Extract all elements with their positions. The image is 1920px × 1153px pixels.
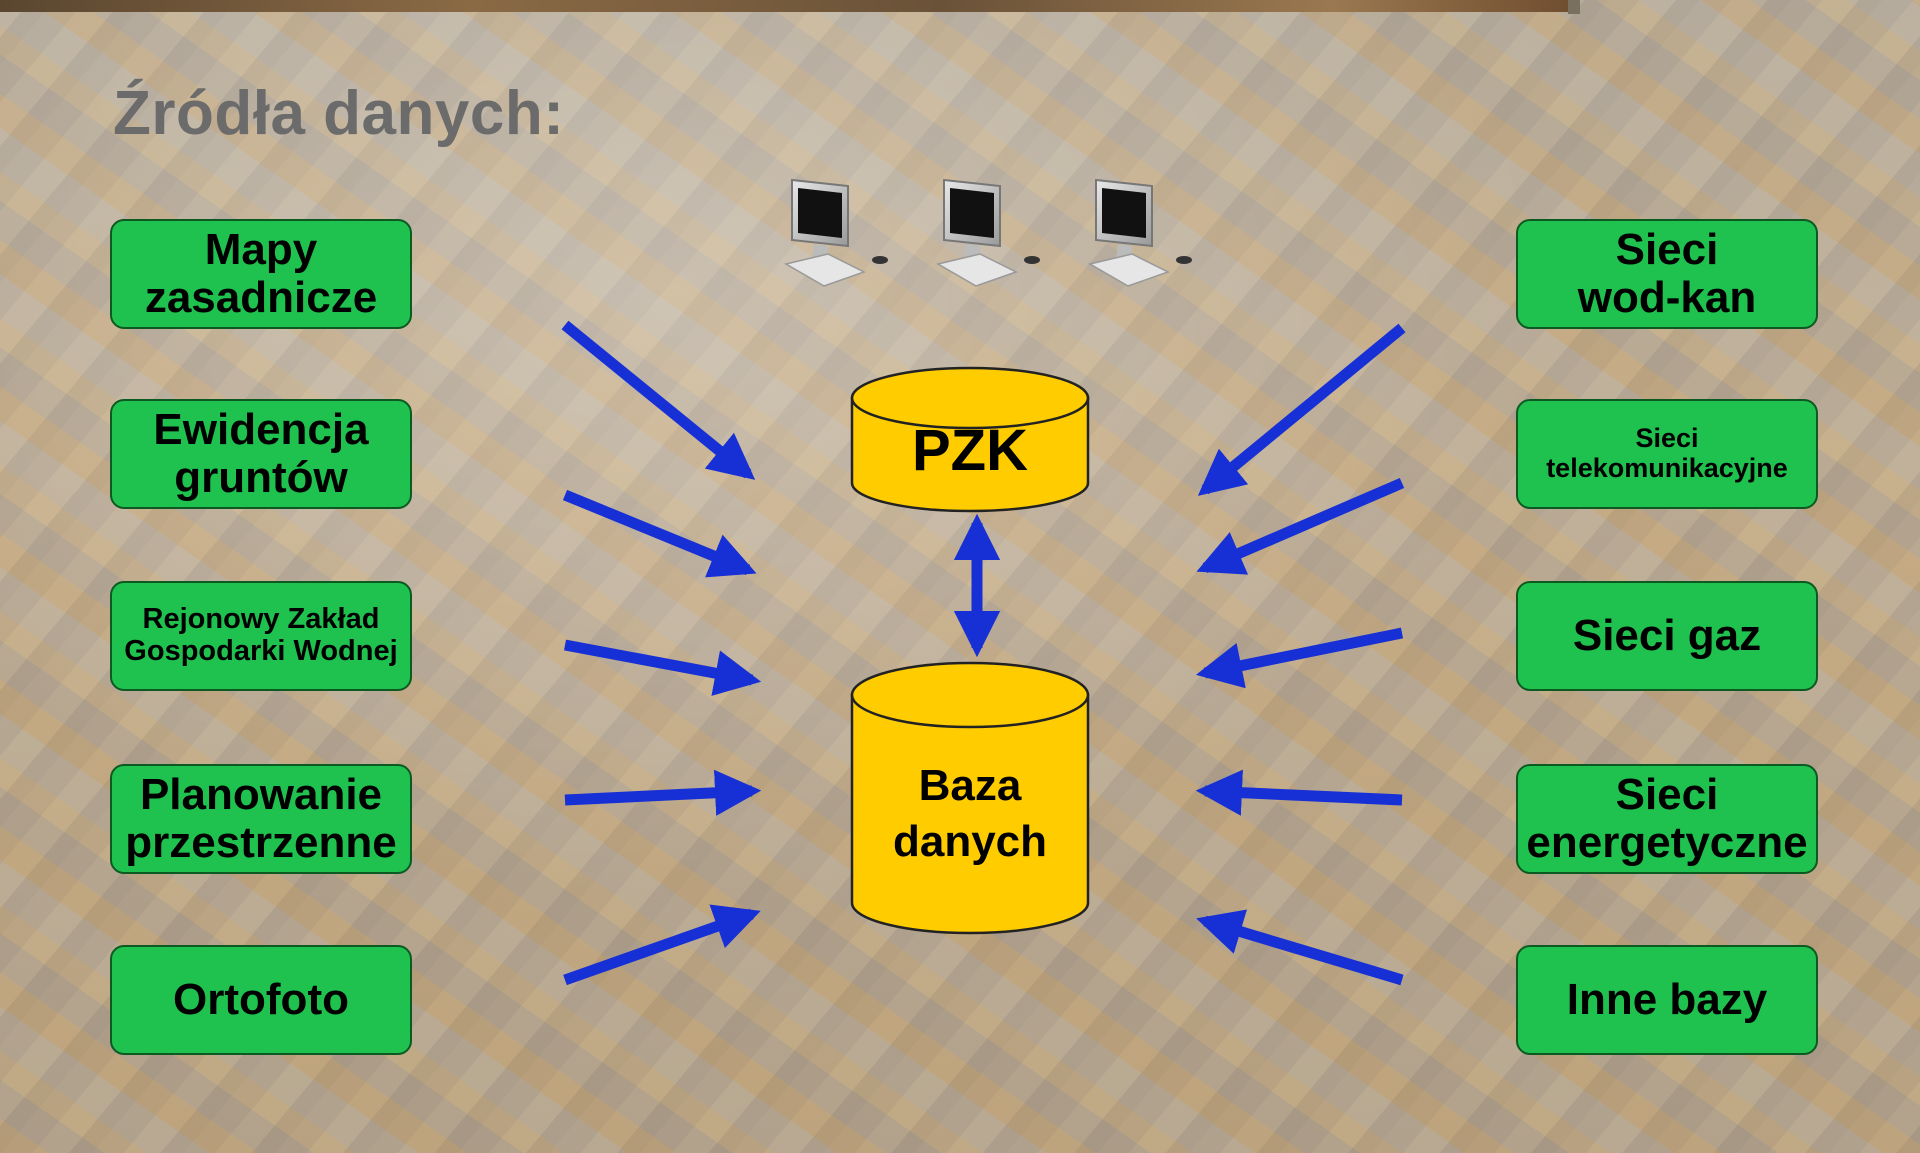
arrow-right-5	[1196, 909, 1404, 986]
page-title: Źródła danych:	[113, 79, 565, 148]
arrow-left-3	[563, 639, 762, 696]
pzk-cylinder	[850, 366, 1090, 513]
source-box-sieci-gaz: Sieci gaz	[1516, 581, 1818, 691]
pzk-label: PZK	[912, 418, 1028, 483]
computer-icon	[783, 178, 888, 287]
source-box-rzgw: Rejonowy Zakład Gospodarki Wodnej	[110, 581, 412, 691]
arrow-right-4	[1195, 769, 1403, 816]
arrow-left-5	[563, 904, 761, 986]
top-banner-cap	[1568, 0, 1580, 14]
arrow-right-1	[1197, 323, 1406, 496]
arrow-right-3	[1195, 627, 1404, 689]
arrow-left-1	[561, 320, 756, 480]
source-box-planowanie-przestrzenne: Planowanie przestrzenne	[110, 764, 412, 874]
source-label: Inne bazy	[1566, 974, 1768, 1024]
source-box-sieci-telekomunikacyjne: Sieci telekomunikacyjne	[1516, 399, 1818, 509]
computer-icon	[935, 178, 1040, 287]
arrow-left-4	[564, 769, 762, 816]
source-box-sieci-wod-kan: Sieci wod-kan	[1516, 219, 1818, 329]
source-box-sieci-energetyczne: Sieci energetyczne	[1516, 764, 1818, 874]
source-label: Ortofoto	[173, 974, 349, 1024]
source-box-ortofoto: Ortofoto	[110, 945, 412, 1055]
source-box-inne-bazy: Inne bazy	[1516, 945, 1818, 1055]
top-banner-strip	[0, 0, 1568, 12]
source-label: Planowanie przestrzenne	[125, 769, 397, 867]
computer-icon	[1087, 178, 1192, 287]
database-label: Baza danych	[892, 761, 1048, 867]
source-label: Sieci wod-kan	[1577, 224, 1757, 322]
source-box-ewidencja-gruntow: Ewidencja gruntów	[110, 399, 412, 509]
source-label: Sieci gaz	[1572, 610, 1762, 660]
source-label: Ewidencja gruntów	[153, 404, 369, 502]
source-label: Sieci energetyczne	[1526, 769, 1808, 867]
source-label: Mapy zasadnicze	[144, 224, 378, 322]
source-label: Sieci telekomunikacyjne	[1546, 423, 1788, 483]
source-box-mapy-zasadnicze: Mapy zasadnicze	[110, 219, 412, 329]
arrow-left-2	[562, 489, 757, 578]
arrow-right-2	[1196, 477, 1405, 575]
source-label: Rejonowy Zakład Gospodarki Wodnej	[124, 603, 398, 667]
database-cylinder	[850, 661, 1090, 935]
